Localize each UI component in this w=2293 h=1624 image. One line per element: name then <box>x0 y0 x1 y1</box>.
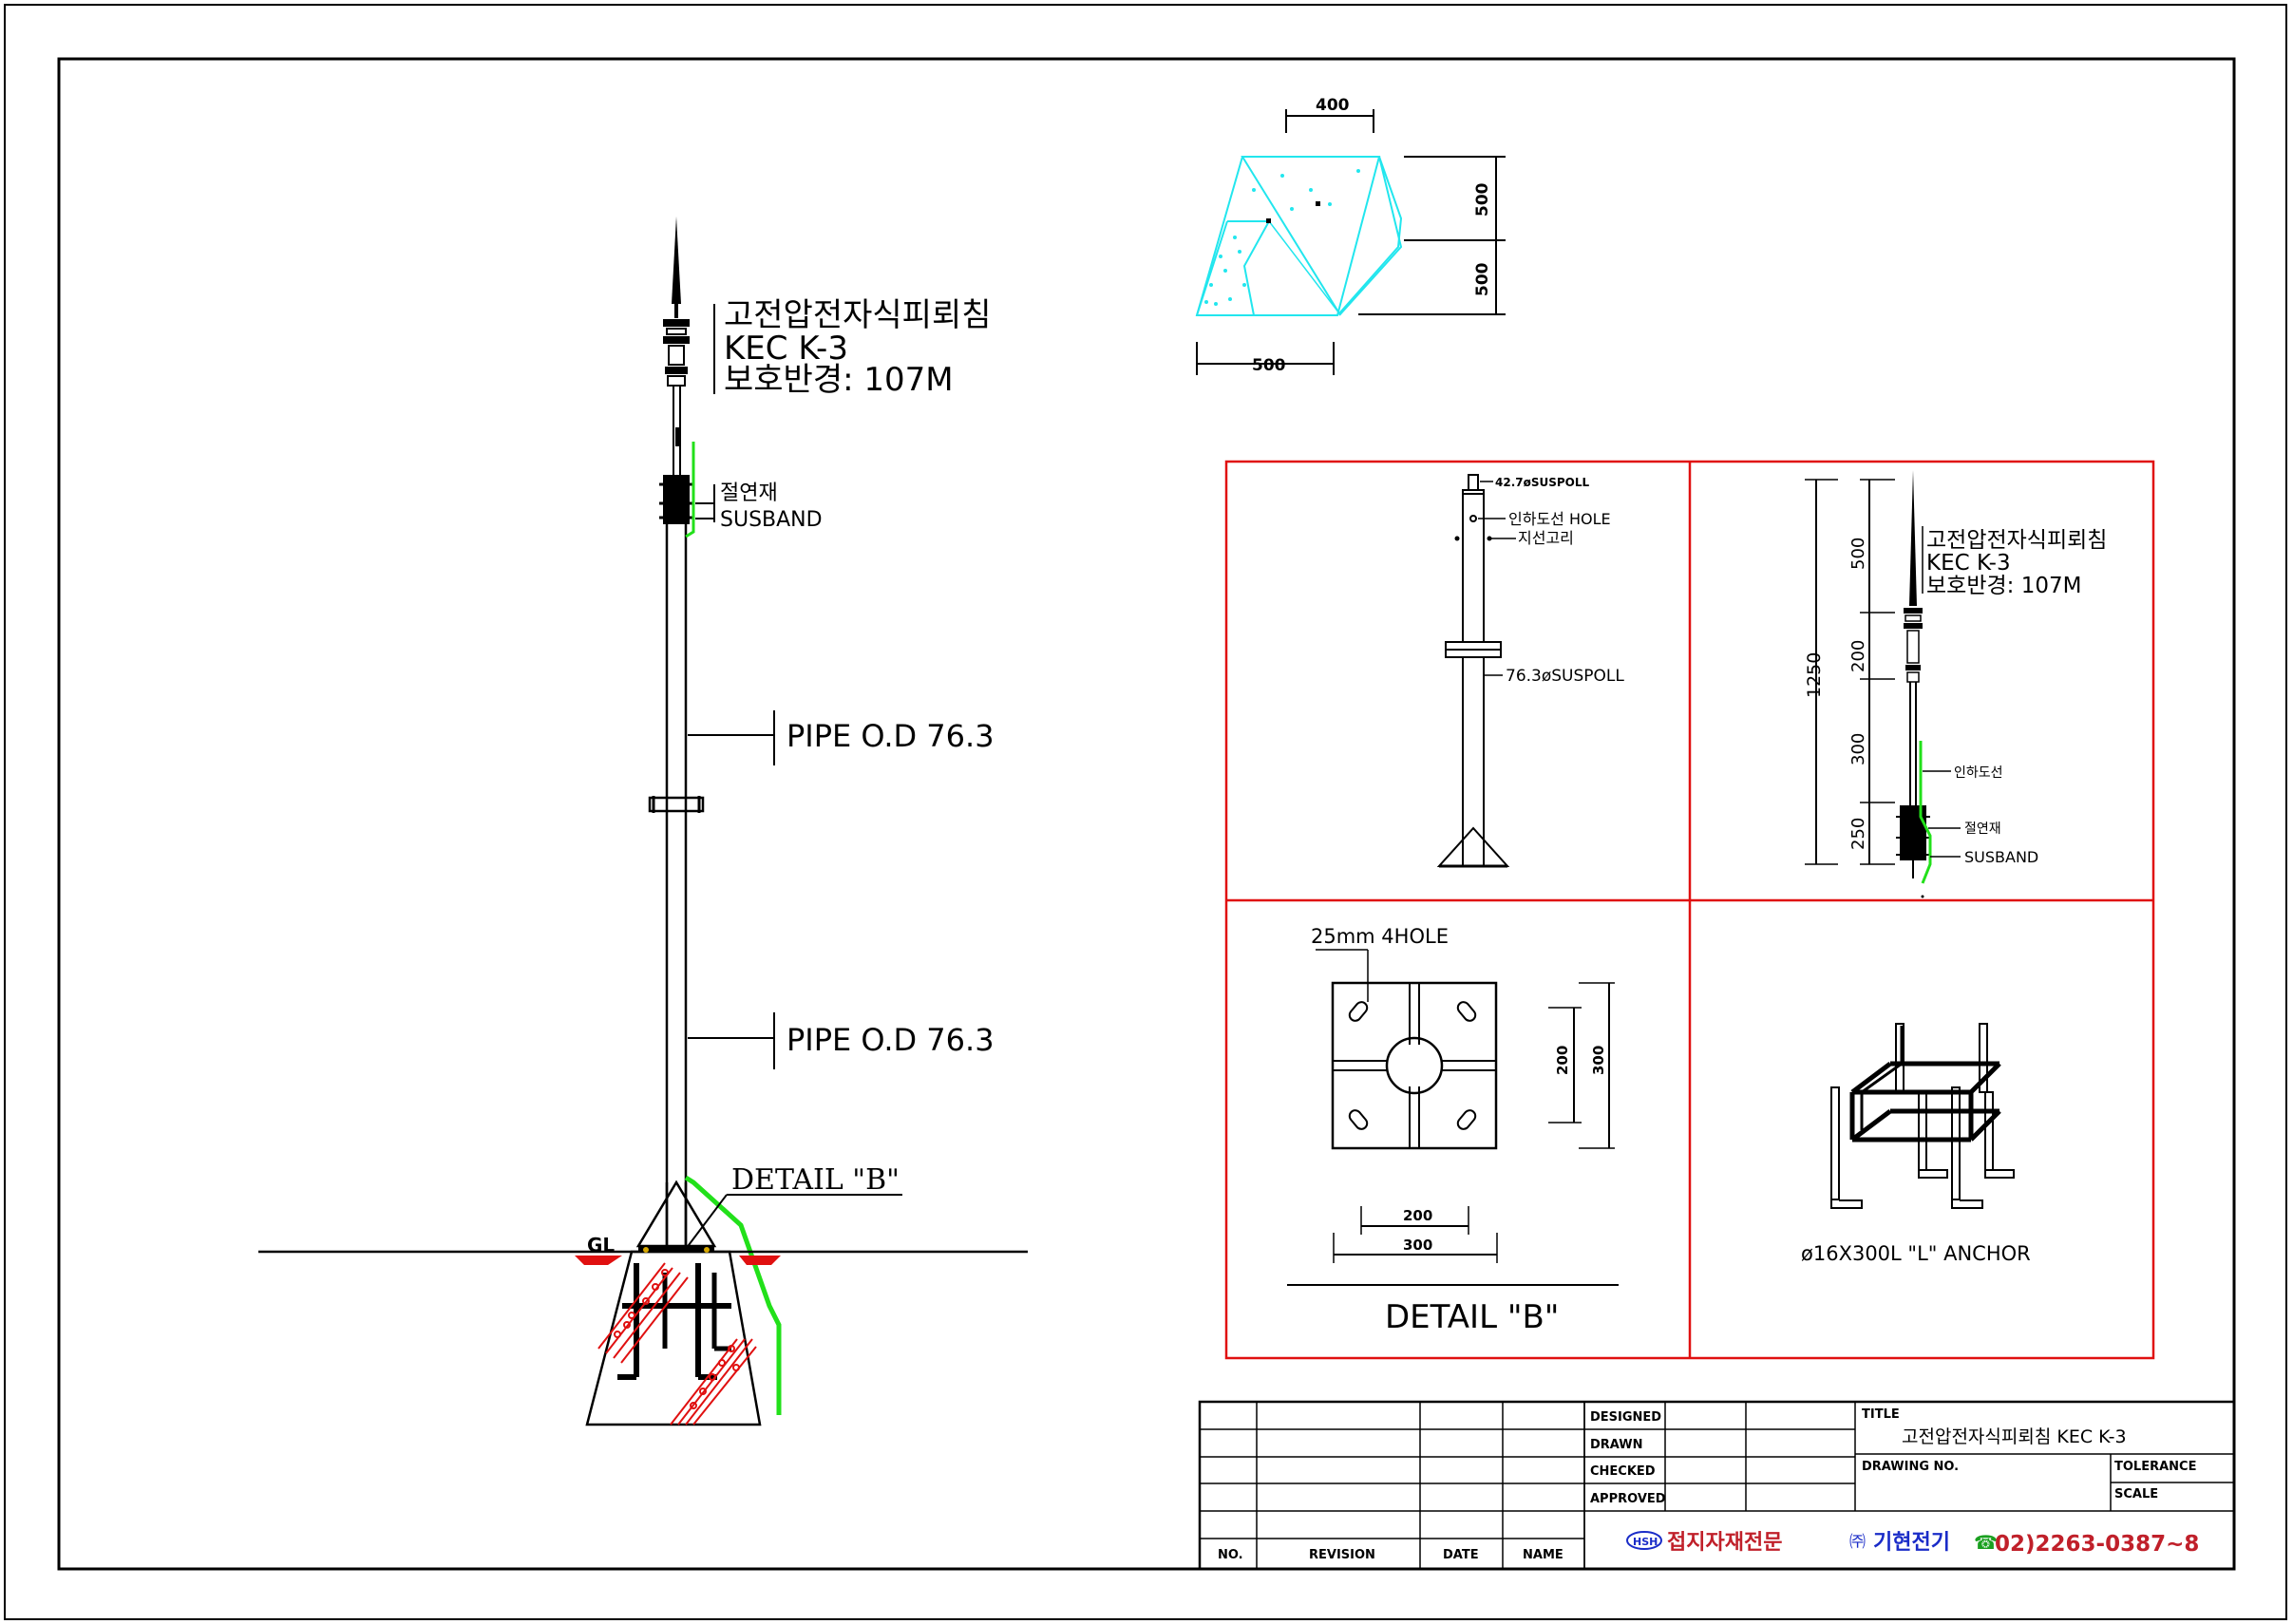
company-logo-icon <box>1626 1531 1662 1550</box>
rod-down-conductor: 인하도선 <box>1954 765 2003 781</box>
plate-center-hole <box>1385 1036 1444 1095</box>
rod-label-line2: KEC K-3 <box>1926 551 2011 576</box>
tb-date: DATE <box>1443 1548 1479 1562</box>
dim-b-200: 200 <box>1848 640 1868 672</box>
company-logo: HSH <box>1633 1536 1658 1548</box>
ground-and-foundation: GL <box>258 1234 1028 1426</box>
main-label-line3: 보호반경: 107M <box>724 361 954 399</box>
company-prefix: ㈜ <box>1849 1533 1866 1552</box>
dim-right-upper-500: 500 <box>1473 182 1492 217</box>
anchor-label: ø16X300L "L" ANCHOR <box>1801 1242 2031 1265</box>
pipe-flange <box>648 796 705 813</box>
panel-plate-detail: 25mm 4HOLE 200 300 200 300 <box>1287 925 1619 1336</box>
ground-conductor <box>685 442 695 538</box>
pipe-label: 76.3øSUSPOLL <box>1506 667 1624 686</box>
pole-tip <box>672 217 681 304</box>
pipe-label-lower: PIPE O.D 76.3 <box>786 1022 995 1058</box>
panel-rod-detail: 1250 500 200 300 250 고전압전자식피뢰침 KEC K-3 보… <box>1804 470 2107 898</box>
rod-label-line1: 고전압전자식피뢰침 <box>1926 528 2107 553</box>
ground-label: GL <box>587 1234 615 1256</box>
foundation-hatching <box>597 1262 757 1426</box>
phone-icon: ☎ <box>1974 1531 1998 1554</box>
plate-dim-h-inner: 200 <box>1403 1207 1432 1224</box>
tb-title-value: 고전압전자식피뢰침 KEC K-3 <box>1902 1426 2127 1447</box>
outer-frame <box>4 4 2287 1620</box>
dim-d-250: 250 <box>1848 818 1868 850</box>
detail-b-callout: DETAIL "B" <box>731 1163 900 1197</box>
company-specialty: 접지자재전문 <box>1667 1530 1782 1555</box>
dim-c-300: 300 <box>1848 733 1868 765</box>
rod-susband: SUSBAND <box>1964 848 2038 866</box>
tb-no: NO. <box>1218 1548 1243 1562</box>
main-pole-assembly <box>635 217 782 1415</box>
hole-label: 인하도선 HOLE <box>1508 510 1611 528</box>
main-susband-label: SUSBAND <box>720 508 823 532</box>
tb-revision: REVISION <box>1309 1548 1375 1562</box>
dim-a-500: 500 <box>1848 538 1868 570</box>
inner-frame <box>57 57 2236 1571</box>
rod-label-line3: 보호반경: 107M <box>1926 574 2081 598</box>
panel-pole-detail: 42.7øSUSPOLL 인하도선 HOLE 지선고리 76.3øSUSPOLL <box>1436 474 1624 868</box>
tb-tolerance: TOLERANCE <box>2114 1460 2196 1474</box>
main-pole-labels: 고전압전자식피뢰침 KEC K-3 보호반경: 107M 절연재 SUSBAND… <box>685 296 995 1250</box>
tb-scale: SCALE <box>2114 1487 2158 1501</box>
plate-hole-label: 25mm 4HOLE <box>1311 925 1449 948</box>
tb-designed: DESIGNED <box>1590 1410 1661 1425</box>
title-block: DESIGNED DRAWN CHECKED APPROVED NO. REVI… <box>1198 1400 2236 1571</box>
plate-dim-v-inner: 200 <box>1554 1046 1571 1075</box>
tb-drawing-no: DRAWING NO. <box>1862 1460 1959 1474</box>
dim-top-400: 400 <box>1316 96 1350 115</box>
main-label-line2: KEC K-3 <box>724 330 848 368</box>
tb-checked: CHECKED <box>1590 1464 1656 1479</box>
tip-label: 42.7øSUSPOLL <box>1495 476 1590 489</box>
dim-bottom-500: 500 <box>1252 356 1286 375</box>
main-label-line1: 고전압전자식피뢰침 <box>724 296 992 334</box>
rod-insulator: 절연재 <box>1964 821 2001 837</box>
ring-label: 지선고리 <box>1518 529 1574 547</box>
collector-discs <box>663 319 690 387</box>
dim-total-1250: 1250 <box>1804 652 1825 698</box>
tb-title-header: TITLE <box>1862 1407 1900 1422</box>
plate-dim-v-outer: 300 <box>1590 1046 1607 1075</box>
pipe-label-upper: PIPE O.D 76.3 <box>786 718 995 754</box>
dim-right-lower-500: 500 <box>1473 262 1492 296</box>
company-name: 기현전기 <box>1873 1530 1950 1555</box>
concrete-foundation <box>585 1250 762 1426</box>
tb-drawn: DRAWN <box>1590 1438 1643 1452</box>
company-phone: 02)2263-0387~8 <box>1995 1532 2199 1557</box>
tb-name: NAME <box>1523 1548 1563 1562</box>
detail-panels-grid <box>1224 460 2155 1360</box>
plate-dim-h-outer: 300 <box>1403 1237 1432 1254</box>
foundation-block-diagram: 400 500 500 500 <box>1195 96 1506 375</box>
tb-approved: APPROVED <box>1590 1492 1666 1506</box>
plate-detail-title: DETAIL "B" <box>1385 1298 1559 1336</box>
panel-anchor-detail: ø16X300L "L" ANCHOR <box>1801 1023 2031 1265</box>
main-insulator-label: 절연재 <box>720 482 778 505</box>
